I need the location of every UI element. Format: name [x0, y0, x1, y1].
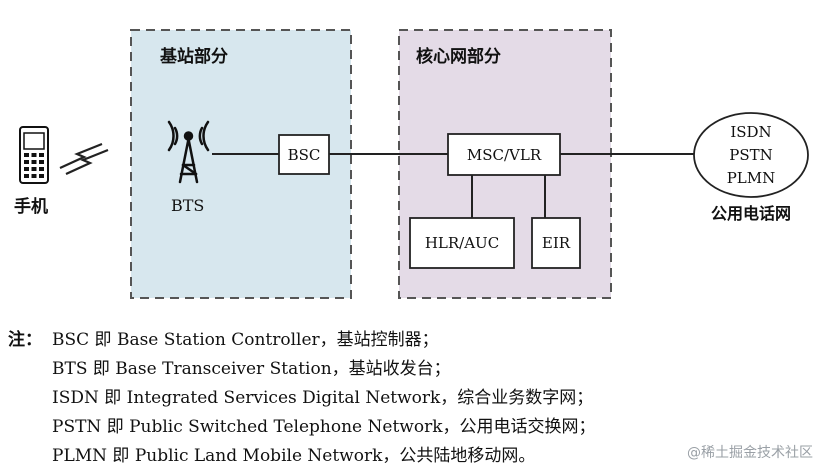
network-plmn: PLMN	[727, 169, 776, 187]
phone-label: 手机	[14, 196, 48, 217]
notes-prefix: 注：	[8, 330, 42, 350]
note-line: PLMN 即 Public Land Mobile Network，公共陆地移动…	[8, 442, 818, 471]
hlr-auc-label: HLR/AUC	[425, 234, 499, 252]
public-network-ellipse	[693, 112, 809, 198]
bts-region-title: 基站部分	[159, 46, 228, 67]
note-line: 注： BSC 即 Base Station Controller，基站控制器；	[8, 326, 818, 355]
note-line: ISDN 即 Integrated Services Digital Netwo…	[8, 384, 818, 413]
network-caption: 公用电话网	[711, 204, 791, 223]
note-text: BTS 即 Base Transceiver Station，基站收发台；	[52, 359, 451, 379]
notes-section: 注： BSC 即 Base Station Controller，基站控制器； B…	[8, 326, 818, 471]
network-diagram: 基站部分 核心网部分 手机 BTS BSC	[14, 29, 809, 299]
mobile-phone-icon	[19, 126, 49, 184]
bsc-box	[278, 134, 330, 175]
msc-vlr-label: MSC/VLR	[467, 146, 542, 164]
watermark: @稀土掘金技术社区	[687, 445, 813, 461]
network-pstn: PSTN	[729, 146, 773, 164]
note-text: ISDN 即 Integrated Services Digital Netwo…	[52, 388, 594, 408]
bsc-label: BSC	[288, 146, 321, 164]
bts-label: BTS	[171, 196, 204, 215]
note-line: PSTN 即 Public Switched Telephone Network…	[8, 413, 818, 442]
hlr-auc-box	[409, 217, 515, 269]
note-line: BTS 即 Base Transceiver Station，基站收发台；	[8, 355, 818, 384]
network-isdn: ISDN	[730, 123, 771, 141]
wireless-link-icon	[59, 142, 109, 175]
note-text: BSC 即 Base Station Controller，基站控制器；	[52, 330, 439, 350]
antenna-tower-icon	[167, 120, 210, 184]
note-text: PLMN 即 Public Land Mobile Network，公共陆地移动…	[52, 446, 536, 466]
note-text: PSTN 即 Public Switched Telephone Network…	[52, 417, 596, 437]
eir-box	[531, 217, 581, 269]
eir-label: EIR	[542, 234, 571, 252]
core-region-title: 核心网部分	[416, 46, 501, 67]
msc-vlr-box	[447, 133, 561, 176]
